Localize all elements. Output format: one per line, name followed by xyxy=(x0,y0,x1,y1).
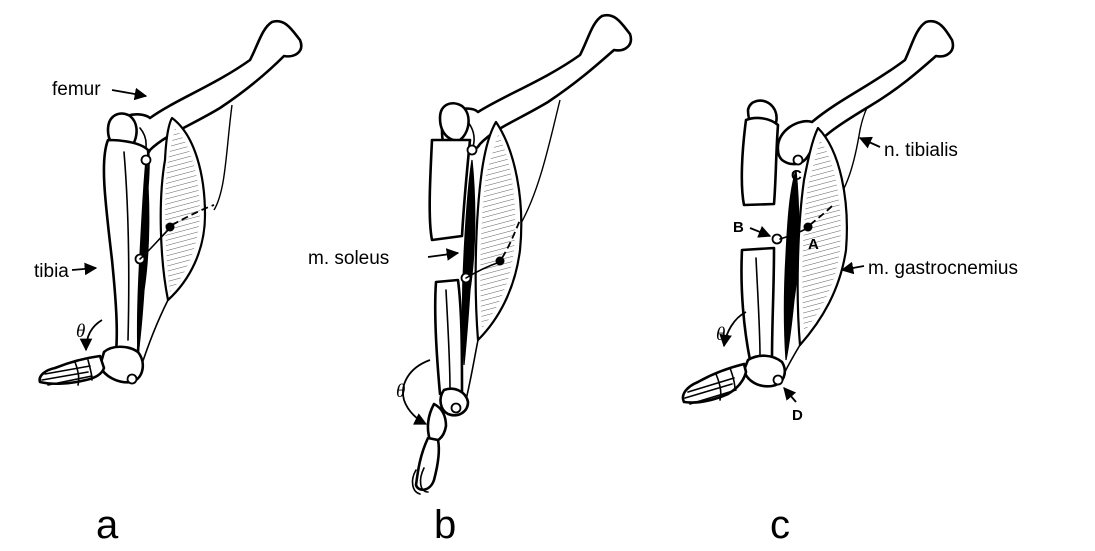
nerve-pointer-arrow xyxy=(860,138,880,147)
panel-a: femur tibia θ a xyxy=(34,21,301,547)
nerve-tibialis-b xyxy=(520,100,560,225)
label-point-b: B xyxy=(733,219,744,236)
panel-c: n. tibialis m. gastrocnemius A B C D θ c xyxy=(683,21,1018,547)
soleus-pointer-arrow xyxy=(428,253,458,257)
panel-label-b: b xyxy=(434,503,456,547)
point-b-pointer-arrow xyxy=(750,228,770,236)
foot-bones-c xyxy=(683,356,785,404)
femur-bone-b xyxy=(442,15,631,155)
tibia-upper-b xyxy=(430,140,470,240)
point-d-pointer-arrow xyxy=(784,388,796,402)
angle-theta-a: θ xyxy=(76,321,85,342)
label-soleus: m. soleus xyxy=(308,248,389,269)
soleus-muscle-c xyxy=(785,170,799,360)
angle-arc-a xyxy=(86,320,102,350)
label-point-c: C xyxy=(791,167,802,184)
femur-bone-a xyxy=(112,21,301,160)
gastrocnemius-muscle-a xyxy=(161,118,205,300)
angle-theta-b: θ xyxy=(396,381,405,402)
angle-arc-b xyxy=(403,360,430,424)
label-point-d: D xyxy=(792,407,803,424)
knee-pivot-c xyxy=(794,156,803,165)
label-tibia: tibia xyxy=(34,261,69,282)
panel-b: m. soleus θ b xyxy=(308,15,631,547)
label-point-a: A xyxy=(808,236,819,253)
label-gastrocnemius: m. gastrocnemius xyxy=(868,258,1018,279)
panel-label-c: c xyxy=(770,503,790,547)
panel-label-a: a xyxy=(96,503,119,547)
ankle-pivot-c xyxy=(774,376,783,385)
label-femur: femur xyxy=(52,79,101,100)
label-nerve-tibialis: n. tibialis xyxy=(884,140,958,161)
gastrocnemius-pointer-arrow xyxy=(842,266,864,270)
tibia-upper-c xyxy=(742,118,778,205)
ankle-pivot-a xyxy=(128,375,137,384)
femur-pointer-arrow xyxy=(112,90,146,96)
tibia-pointer-arrow xyxy=(72,268,96,270)
gastrocnemius-muscle-b xyxy=(476,122,522,340)
nerve-tibialis-a xyxy=(214,105,232,210)
electrode-dot-b xyxy=(496,257,505,266)
knee-pivot-a xyxy=(142,156,151,165)
patella-b xyxy=(440,103,469,140)
ankle-pivot-b xyxy=(452,404,461,413)
angle-theta-c: θ xyxy=(716,324,725,345)
achilles-tendon-a xyxy=(140,300,168,370)
knee-pivot-b xyxy=(468,146,477,155)
